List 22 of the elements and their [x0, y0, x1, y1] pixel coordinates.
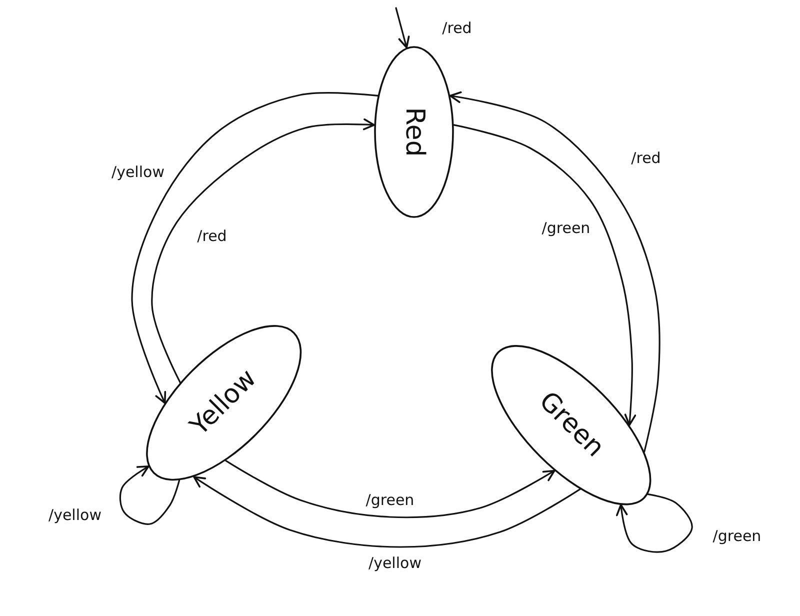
edge-label: /green — [364, 492, 416, 508]
state-ellipse — [490, 344, 652, 506]
initial-arrow — [395, 7, 410, 48]
state-name: Red — [400, 107, 428, 157]
self-loop-arrow — [616, 493, 693, 553]
transition-arrow — [131, 92, 379, 404]
state-ellipse — [374, 46, 454, 218]
transition-arrow — [225, 460, 556, 518]
edge-label: /red — [630, 150, 662, 166]
edge-label: /red — [196, 228, 228, 244]
edge-label: /red — [441, 20, 473, 36]
edge-label: /yellow — [48, 506, 102, 524]
transition-arrow — [193, 476, 581, 548]
transition-arrow — [151, 118, 376, 384]
state-ellipse — [146, 325, 302, 481]
edge-label: /yellow — [368, 554, 422, 572]
edge-label: /green — [540, 220, 592, 236]
self-loop-arrow — [119, 466, 180, 525]
transition-arrow — [449, 91, 660, 452]
edge-label: /yellow — [110, 164, 166, 180]
edge-label: /green — [712, 528, 762, 544]
transition-arrow — [453, 124, 636, 426]
